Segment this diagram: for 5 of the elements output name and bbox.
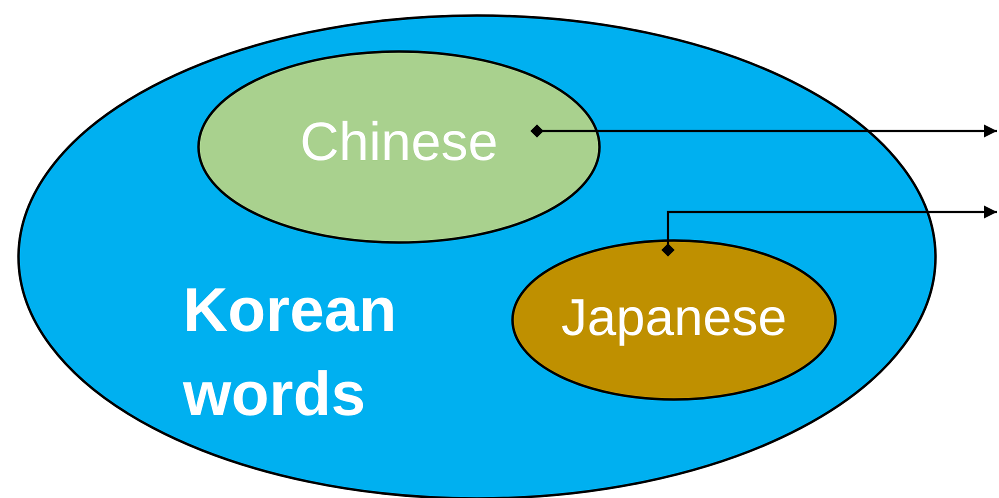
- subset-label: Chinese: [298, 111, 500, 174]
- leader-arrow: [661, 205, 997, 257]
- leader-arrow: [530, 124, 997, 138]
- set-label: Korean words: [183, 275, 398, 431]
- subset-label: Japanese: [560, 288, 788, 349]
